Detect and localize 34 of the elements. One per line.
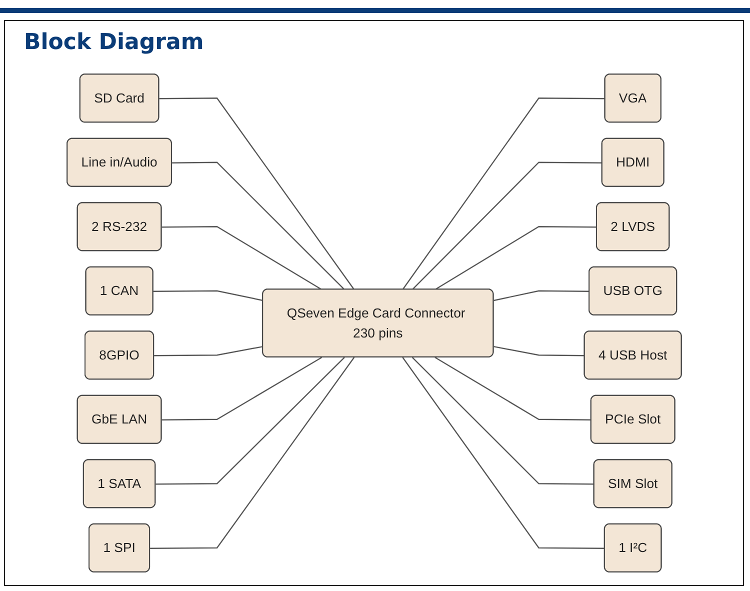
connector-bar: QSeven Edge Card Connector 230 pins <box>262 288 494 358</box>
connector-line <box>493 290 590 302</box>
connector-line <box>412 162 602 290</box>
connector-line <box>434 226 597 290</box>
interface-box: GbE LAN <box>76 394 162 444</box>
interface-box: 2 LVDS <box>596 202 670 252</box>
connector-line <box>154 346 263 356</box>
interface-box: USB OTG <box>588 266 677 316</box>
interface-box: 1 CAN <box>85 266 154 316</box>
interface-box: Line in/Audio <box>66 138 172 187</box>
interface-box: PCIe Slot <box>590 394 676 444</box>
connector-line <box>162 356 322 420</box>
interface-box: 8GPIO <box>84 330 154 380</box>
connector-line <box>493 346 585 356</box>
connector-line <box>412 356 594 485</box>
diagram-title: Block Diagram <box>24 30 204 55</box>
connector-line <box>155 356 345 485</box>
connector-line <box>402 98 606 290</box>
interface-box: 1 I²C <box>604 523 662 572</box>
connector-line <box>402 357 605 549</box>
connector-line <box>162 226 322 290</box>
connector-line <box>434 356 592 420</box>
connector-line <box>172 162 345 290</box>
connector-line <box>150 357 354 549</box>
interface-box: VGA <box>604 74 662 123</box>
interface-box: 1 SATA <box>82 459 156 508</box>
interface-box: 2 RS-232 <box>76 202 162 252</box>
interface-box: SD Card <box>79 74 159 123</box>
interface-box: 1 SPI <box>88 523 150 572</box>
connector-line <box>153 290 263 302</box>
interface-box: SIM Slot <box>593 459 672 508</box>
interface-box: 4 USB Host <box>584 330 682 380</box>
connector-line <box>158 98 354 290</box>
interface-box: HDMI <box>601 138 664 187</box>
